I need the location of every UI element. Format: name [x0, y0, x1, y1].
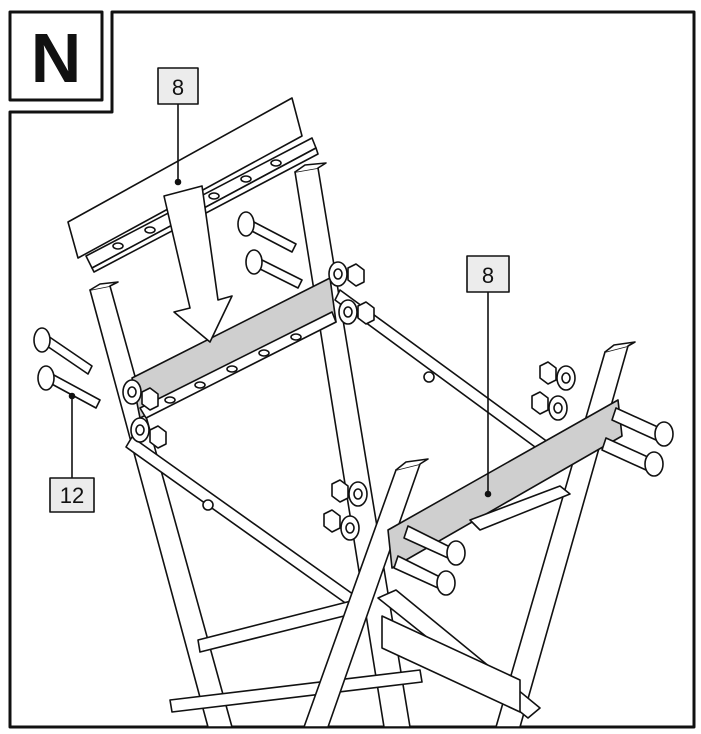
bolt-group-right: [393, 407, 674, 596]
callout-right-label: 8: [482, 263, 494, 288]
bolt-group-top: [237, 211, 303, 289]
callout-bolt-label: 12: [60, 483, 84, 508]
step-letter: N: [31, 19, 82, 97]
step-letter-box: [8, 10, 104, 102]
bolt-group-left: [33, 327, 101, 409]
callout-top-part-8: 8: [157, 67, 199, 186]
callout-top-label: 8: [172, 75, 184, 100]
callout-bolt-part-12: 12: [49, 392, 95, 513]
insertion-arrow: [163, 185, 233, 343]
mounted-bracket-panel: [131, 277, 337, 419]
nuts-washers: [122, 261, 576, 541]
side-bracket-panel: [387, 399, 623, 569]
diagram-frame: [8, 10, 696, 729]
callout-right-part-8: 8: [466, 255, 510, 498]
